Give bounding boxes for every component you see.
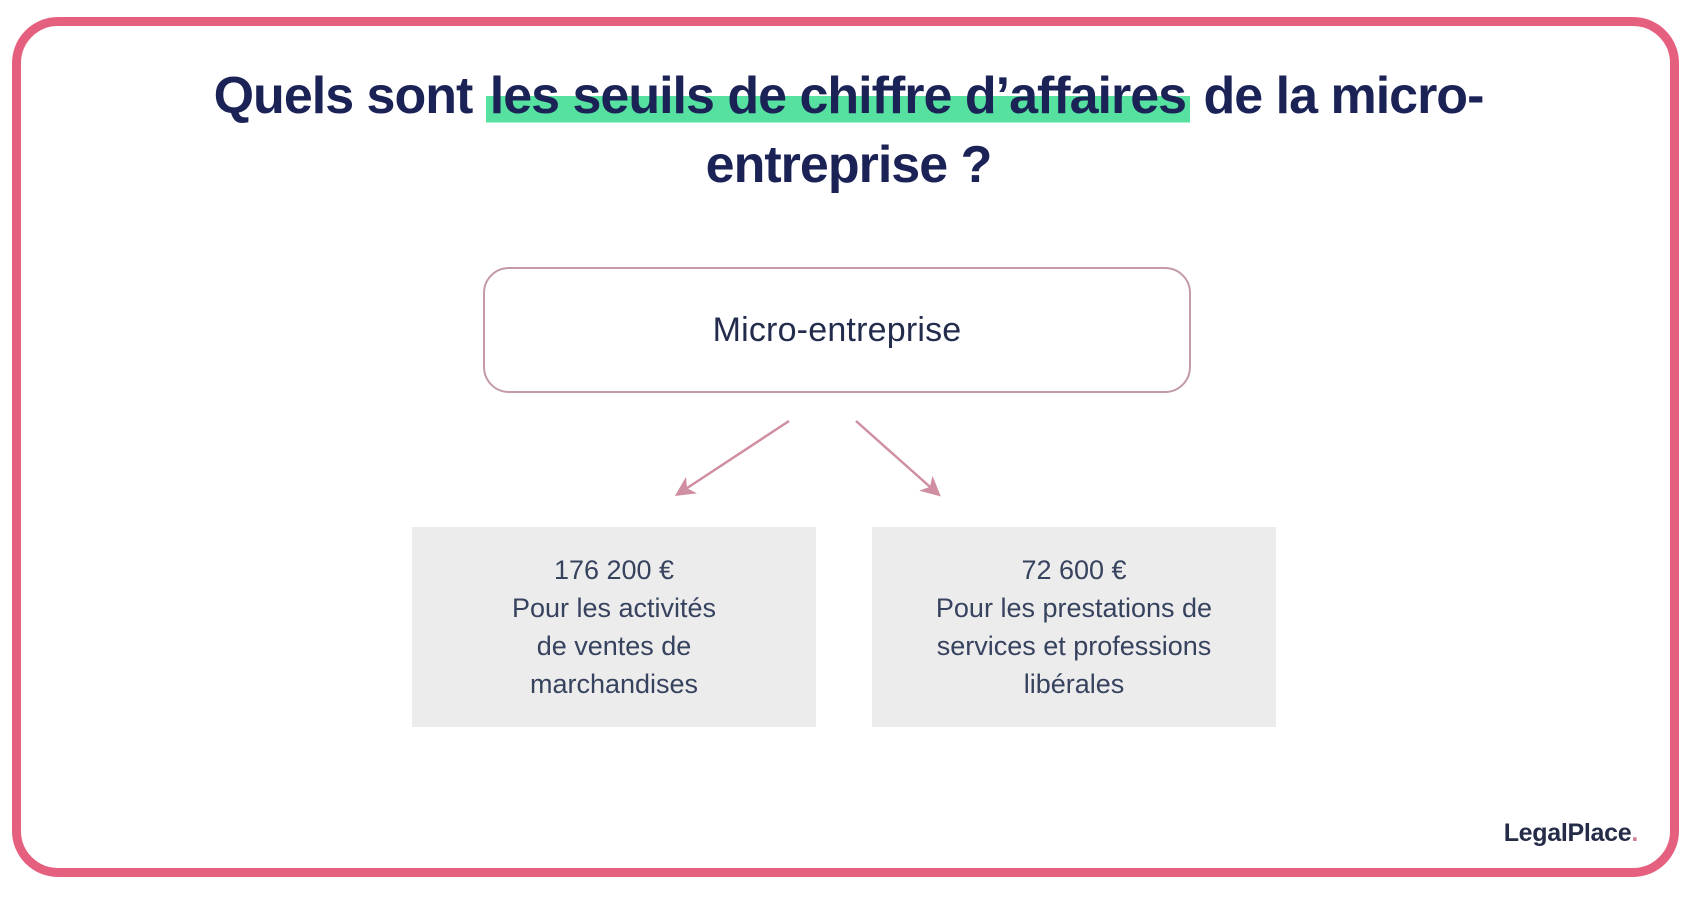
title-line-1: Quels sont les seuils de chiffre d’affai… xyxy=(0,62,1697,131)
title-post: de la micro- xyxy=(1190,67,1485,125)
root-box-label: Micro-entreprise xyxy=(712,310,962,349)
root-box-micro-entreprise: Micro-entreprise xyxy=(483,267,1191,393)
threshold-line: Pour les activités xyxy=(511,593,717,623)
title-pre: Quels sont xyxy=(213,67,486,125)
title-line-2: entreprise ? xyxy=(705,135,993,194)
title-highlight: les seuils de chiffre d’affaires xyxy=(485,67,1191,125)
threshold-line: Pour les prestations de xyxy=(935,593,1213,623)
threshold-amount: 72 600 € xyxy=(1021,555,1127,585)
threshold-line: marchandises xyxy=(529,669,699,699)
brand-logo-dot: . xyxy=(1631,819,1638,847)
page-title: Quels sont les seuils de chiffre d’affai… xyxy=(0,62,1697,199)
threshold-line: libérales xyxy=(1023,669,1125,699)
threshold-line: de ventes de xyxy=(536,631,692,661)
slide-frame xyxy=(12,17,1679,877)
brand-logo: LegalPlace. xyxy=(1503,819,1639,848)
threshold-line: services et professions xyxy=(936,631,1212,661)
threshold-card-services: 72 600 € Pour les prestations de service… xyxy=(872,527,1276,727)
threshold-card-sales: 176 200 € Pour les activités de ventes d… xyxy=(412,527,816,727)
threshold-amount: 176 200 € xyxy=(553,555,675,585)
brand-logo-text: LegalPlace xyxy=(1503,819,1632,847)
